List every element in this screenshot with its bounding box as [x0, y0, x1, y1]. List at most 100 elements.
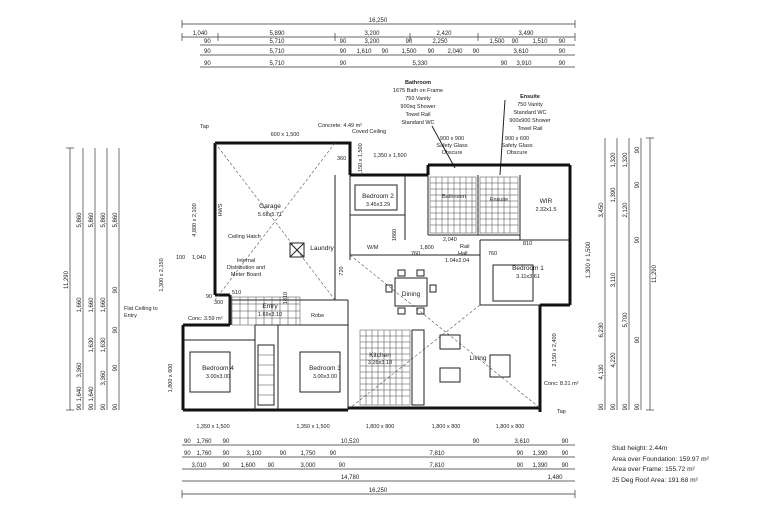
area-summary: Stud height: 2.44m Area over Foundation:… — [612, 444, 762, 486]
window-size: 1,350 x 1,500 — [296, 424, 329, 430]
left-col4-dim: 90 — [113, 364, 119, 371]
window-size: 1,800 x 600 — [168, 364, 174, 393]
top-row2-dim: 90 — [340, 39, 347, 45]
bottom-row3-dim: 3,010 — [191, 463, 207, 469]
room-ensuite: Ensuite — [490, 197, 508, 203]
top-row1-dim: 3,490 — [518, 31, 534, 37]
bottom-overall-dim: 16,250 — [369, 488, 388, 494]
left-col3-dim: 3,360 — [101, 370, 107, 386]
bottom-row3-dim: 7,810 — [429, 463, 445, 469]
window-size: 900 x 900 — [440, 136, 464, 142]
left-col2-dim: 1,630 — [89, 337, 95, 353]
bottom-row1-dim: 10,520 — [341, 439, 360, 445]
left-col1-dim: 1,640 — [77, 386, 83, 402]
bottom-row3-dim: 1,390 — [532, 463, 548, 469]
left-col4-dim: 5,860 — [113, 212, 119, 228]
distribution-board-label: Meter Board — [231, 272, 261, 278]
window-size: 1,300 x 2,150 — [159, 258, 165, 291]
window-note: Safety Glass — [436, 143, 467, 149]
top-row1-dim: 1,040 — [192, 31, 208, 37]
ceiling-hatch-label: Ceiling Hatch — [228, 234, 261, 240]
right-col3-dim: 1,320 — [623, 152, 629, 168]
left-col1-dim: 3,360 — [77, 362, 83, 378]
room-bedroom1: Bedroom 1 — [512, 265, 544, 272]
right-col2-dim: 3,110 — [611, 272, 617, 287]
left-col1-dim: 1,660 — [77, 297, 83, 313]
room-entry: Entry — [262, 303, 278, 310]
roof-area: 25 Deg Roof Area: 191.68 m² — [612, 476, 698, 484]
left-col4-dim: 90 — [113, 403, 119, 410]
ceiling-lines — [214, 142, 541, 409]
concrete-area: Concrete: 4.49 m² — [318, 123, 362, 129]
top-row3-dim: 90 — [204, 49, 211, 55]
top-row3-dim: 2,040 — [447, 49, 463, 55]
top-row2-dim: 3,200 — [364, 39, 380, 45]
room-dining: Dining — [402, 291, 421, 298]
room-bedroom2-size: 3.45x3.29 — [366, 202, 390, 208]
dining-table — [394, 277, 428, 307]
top-dimensions: 16,250 1,040 5,890 3,200 2,420 3,490 90 … — [181, 18, 576, 68]
concrete-area: Conc: 3.59 m² — [188, 316, 223, 322]
bottom-row3-dim: 3,000 — [300, 463, 316, 469]
top-row1-dim: 3,200 — [364, 31, 380, 37]
room-bedroom4: Bedroom 4 — [202, 365, 234, 372]
top-overall-dim: 16,250 — [369, 18, 388, 24]
window-size: 2,150 x 1,500 — [358, 143, 364, 176]
top-row3-dim: 90 — [473, 49, 480, 55]
bottom-row2-dim: 90 — [184, 451, 191, 457]
right-dimensions: 11,290 3,450 1,300 x 1,500 6,230 4,130 9… — [586, 137, 658, 411]
top-row2-dim: 90 — [406, 39, 413, 45]
room-bathroom: Bathroom — [442, 194, 466, 200]
room-bedroom3-size: 3.00x3.00 — [313, 374, 337, 380]
fixture-note: 900sq Shower — [400, 104, 435, 110]
tiled-areas — [231, 176, 519, 406]
top-row1-dim: 5,890 — [269, 31, 285, 37]
bottom-row2-dim: 1,760 — [196, 451, 212, 457]
concrete-area: Conc: 8.21 m² — [544, 381, 579, 387]
top-row4-dim: 90 — [340, 61, 347, 67]
fixture-note: 1675 Bath on Frame — [393, 88, 443, 94]
right-col1-dim: 4,130 — [599, 364, 605, 380]
left-col2-dim: 5,860 — [89, 212, 95, 228]
bottom-row2-dim: 90 — [330, 451, 337, 457]
right-col4-dim: 90 — [635, 146, 641, 153]
fixture-note: Ensuite — [520, 94, 540, 100]
dim-label: 1,800 — [420, 245, 434, 251]
window-size: 1,800 x 800 — [366, 424, 395, 430]
bathroom-fixture-notes: Bathroom 1675 Bath on Frame 750 Vanity 9… — [393, 80, 456, 169]
bottom-row3-dim: 90 — [268, 463, 275, 469]
bottom-dimensions: 1,350 x 1,500 1,350 x 1,500 1,800 x 800 … — [181, 424, 576, 498]
bottom-row4-dim: 14,780 — [341, 475, 360, 481]
dim-label: 2,040 — [443, 237, 457, 243]
bottom-row3-dim: 90 — [562, 463, 569, 469]
dim-label: 1,040 — [192, 255, 206, 261]
hws-tank — [289, 242, 305, 258]
room-bedroom1-size: 3.11x3.61 — [516, 274, 540, 280]
ensuite-fixture-notes: Ensuite 750 Vanity Standard WC 900x900 S… — [499, 94, 551, 176]
bed — [189, 351, 231, 393]
stud-height: Stud height: 2.44m — [612, 445, 668, 452]
top-row4-dim: 5,330 — [412, 61, 428, 67]
window-size: 900 x 600 — [505, 136, 529, 142]
tap-label: Tap — [200, 124, 209, 130]
tap-label: Tap — [557, 409, 566, 415]
bed — [492, 264, 534, 302]
room-garage-size: 5.68x5.71 — [258, 212, 282, 218]
top-row4-dim: 3,910 — [516, 61, 532, 67]
top-row3-dim: 90 — [382, 49, 389, 55]
right-col4-dim: 90 — [635, 403, 641, 410]
dim-label: 100 — [176, 255, 185, 261]
right-col3-dim: 2,120 — [623, 202, 629, 218]
room-labels: Garage 5.68x5.71 Laundry Bedroom 2 3.45x… — [202, 193, 556, 380]
room-kitchen: Kitchen — [369, 352, 391, 359]
left-col4-dim: 90 — [113, 326, 119, 333]
bottom-row1-dim: 90 — [473, 439, 480, 445]
area-over-foundation: Area over Foundation: 159.97 m² — [612, 455, 709, 463]
dim-label: 90 — [206, 294, 212, 300]
window-size: 1,350 x 1,500 — [196, 424, 229, 430]
window-size: 1,800 x 800 — [496, 424, 525, 430]
distribution-board-label: Distribution and — [227, 265, 265, 271]
fixture-note: Towel Rail — [405, 112, 430, 118]
right-col4-dim: 90 — [635, 336, 641, 343]
right-col3-dim: 5,700 — [623, 312, 629, 328]
